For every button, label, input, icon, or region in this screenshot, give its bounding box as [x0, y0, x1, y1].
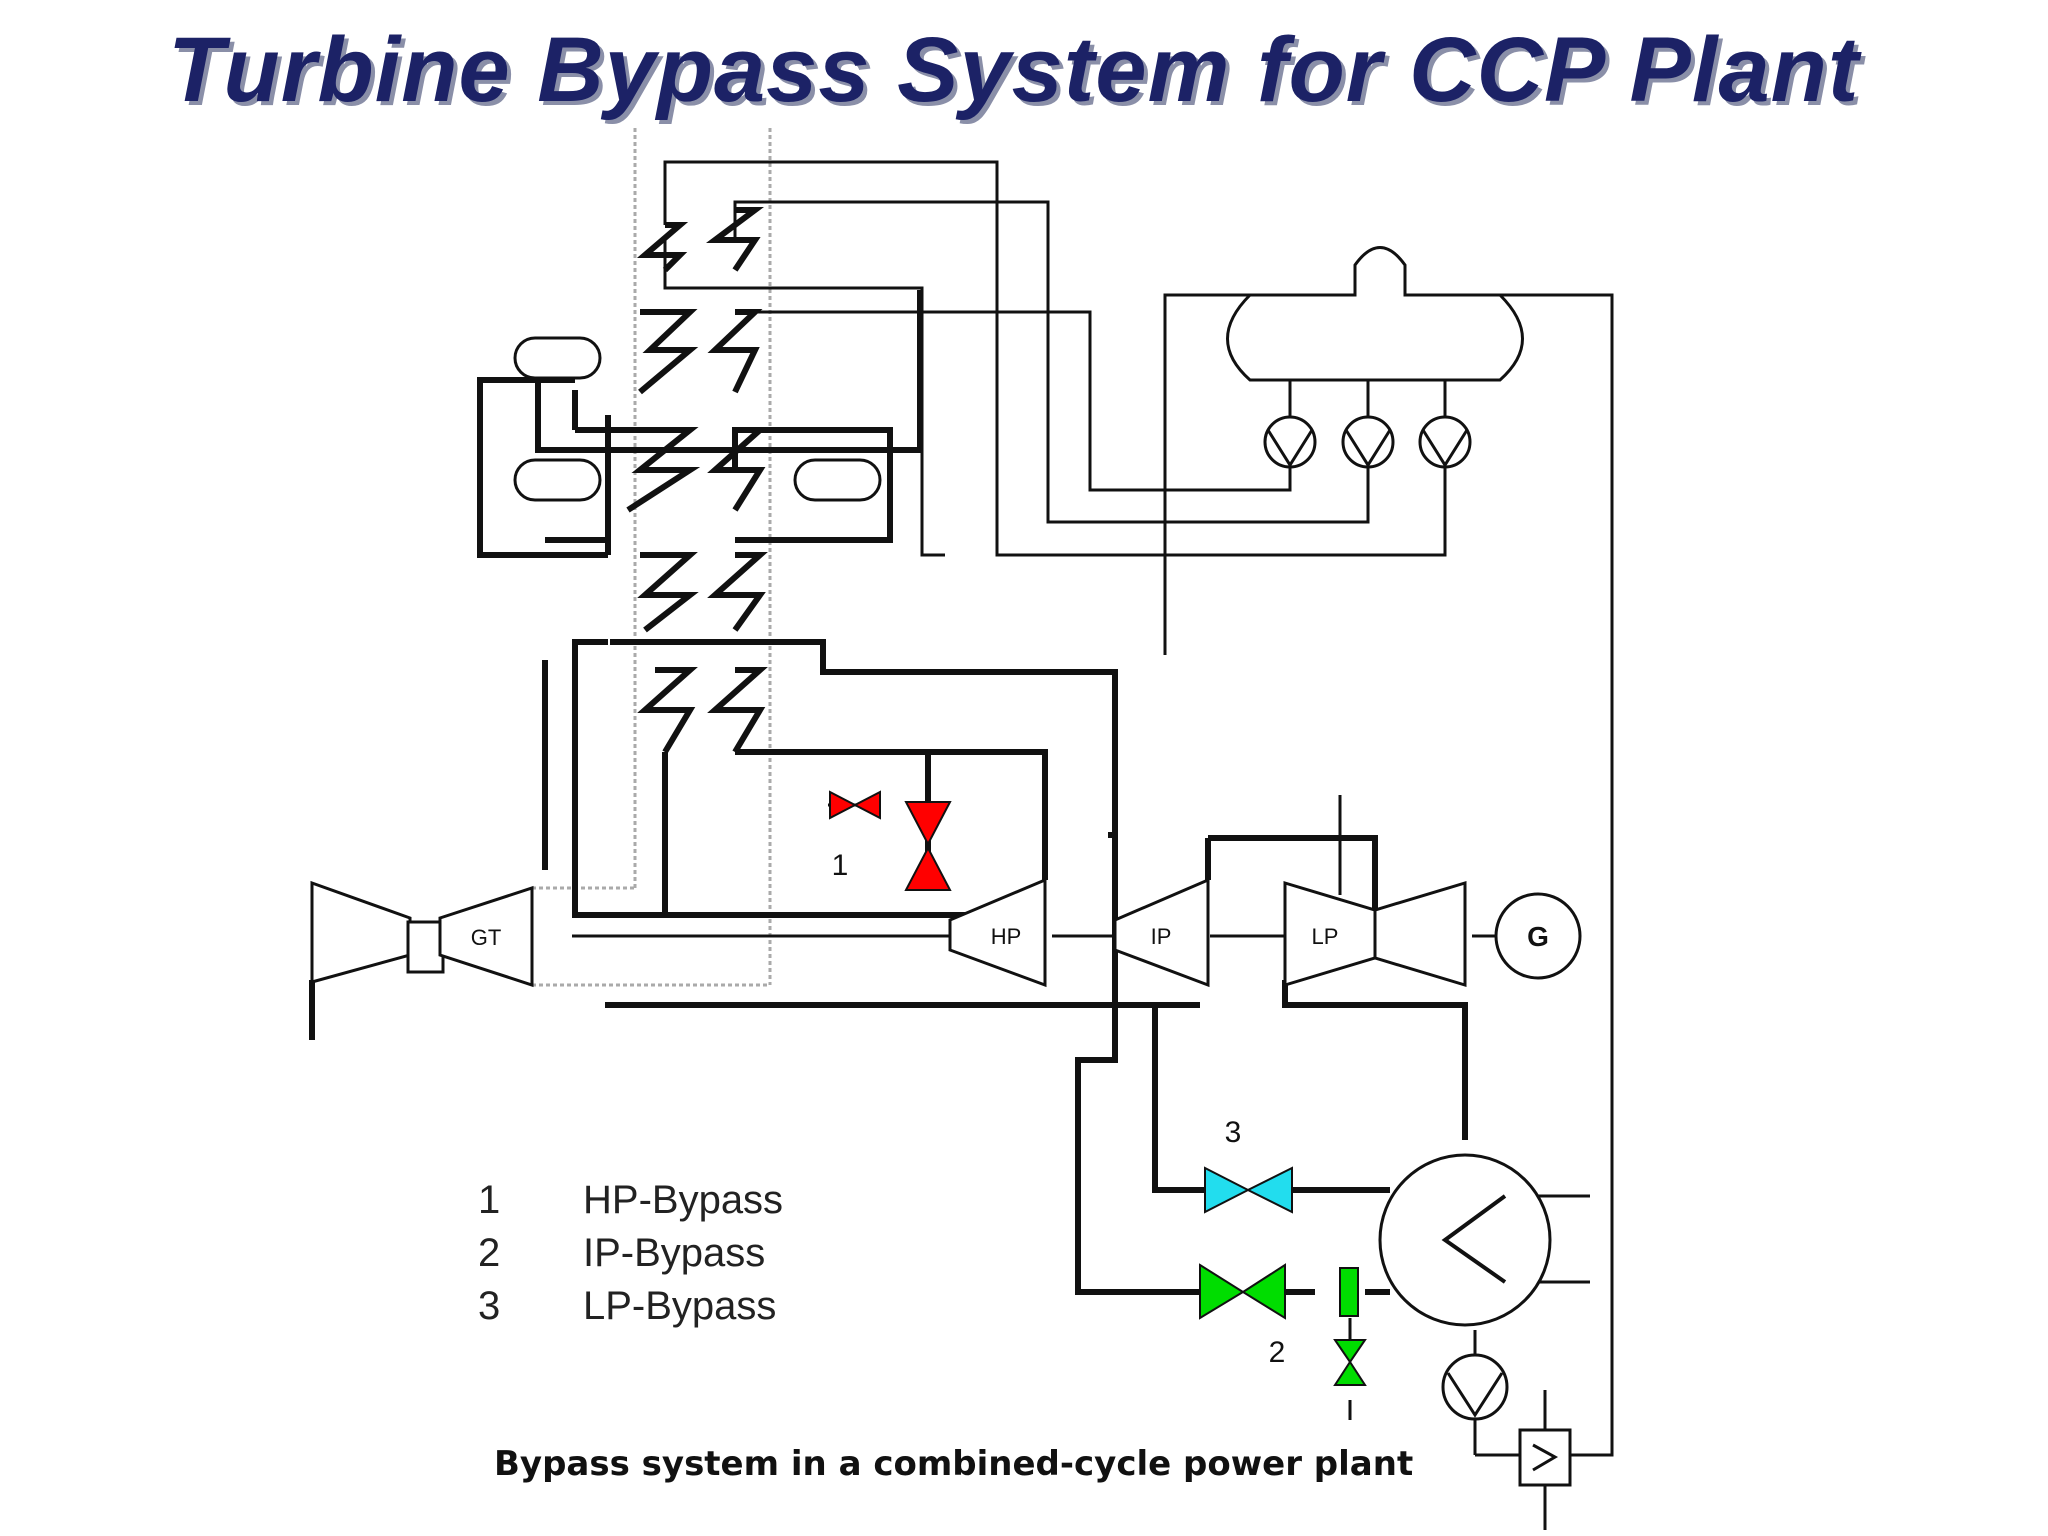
diagram-title: Turbine Bypass System for CCP Plant	[168, 19, 1860, 121]
pump	[1341, 415, 1395, 469]
coil	[626, 427, 701, 513]
steam-lines-thick	[309, 290, 1468, 1295]
coil	[637, 667, 698, 754]
pump	[1263, 415, 1317, 469]
condensate-pump	[1441, 1353, 1509, 1421]
lp-drum	[513, 336, 602, 380]
ip-bypass-number: 2	[1269, 1336, 1286, 1369]
gt-label: GT	[471, 925, 502, 950]
ip-drum	[513, 458, 602, 502]
legend-number: 1	[478, 1178, 501, 1222]
lp-label: LP	[1312, 924, 1339, 949]
pump	[1418, 415, 1472, 469]
feed-pumps	[1263, 415, 1509, 1421]
hp-drum	[793, 458, 882, 502]
legend-number: 3	[478, 1284, 501, 1328]
coil	[707, 552, 768, 632]
legend-item: 2 IP-Bypass	[478, 1231, 838, 1279]
legend-label: HP-Bypass	[583, 1178, 784, 1222]
hp-bypass-valve: 1	[829, 790, 952, 891]
ip-bypass-valve: 2	[1199, 1263, 1367, 1386]
coil	[707, 667, 768, 754]
deaerator	[1226, 246, 1524, 382]
lp-bypass-valve: 3	[1204, 1116, 1293, 1214]
hrsg-exhaust-duct	[532, 128, 772, 987]
coil	[637, 552, 699, 633]
condensate-cooler	[1518, 1428, 1572, 1487]
generator-label: G	[1527, 921, 1549, 952]
legend-label: IP-Bypass	[583, 1231, 766, 1275]
gas-turbine: GT	[310, 880, 534, 988]
legend-label: LP-Bypass	[583, 1284, 777, 1328]
legend-item: 3 LP-Bypass	[478, 1284, 838, 1332]
coil	[707, 309, 763, 394]
coil	[638, 309, 699, 395]
legend-number: 2	[478, 1231, 501, 1275]
condenser	[1378, 1153, 1552, 1327]
steam-turbines: HP IP LP G	[948, 877, 1582, 988]
coil	[636, 222, 689, 273]
hp-bypass-number: 1	[832, 849, 849, 882]
lp-bypass-number: 3	[1225, 1116, 1242, 1149]
legend-item: 1 HP-Bypass	[478, 1178, 838, 1226]
generator	[1494, 892, 1582, 980]
coil	[706, 207, 764, 272]
hrsg-heating-surfaces	[545, 207, 893, 754]
ip-label: IP	[1151, 924, 1172, 949]
hp-turbine	[948, 877, 1047, 988]
diagram-caption: Bypass system in a combined-cycle power …	[494, 1444, 1414, 1484]
ip-turbine	[1113, 877, 1210, 988]
hp-label: HP	[991, 924, 1022, 949]
steam-drums	[513, 246, 1524, 502]
